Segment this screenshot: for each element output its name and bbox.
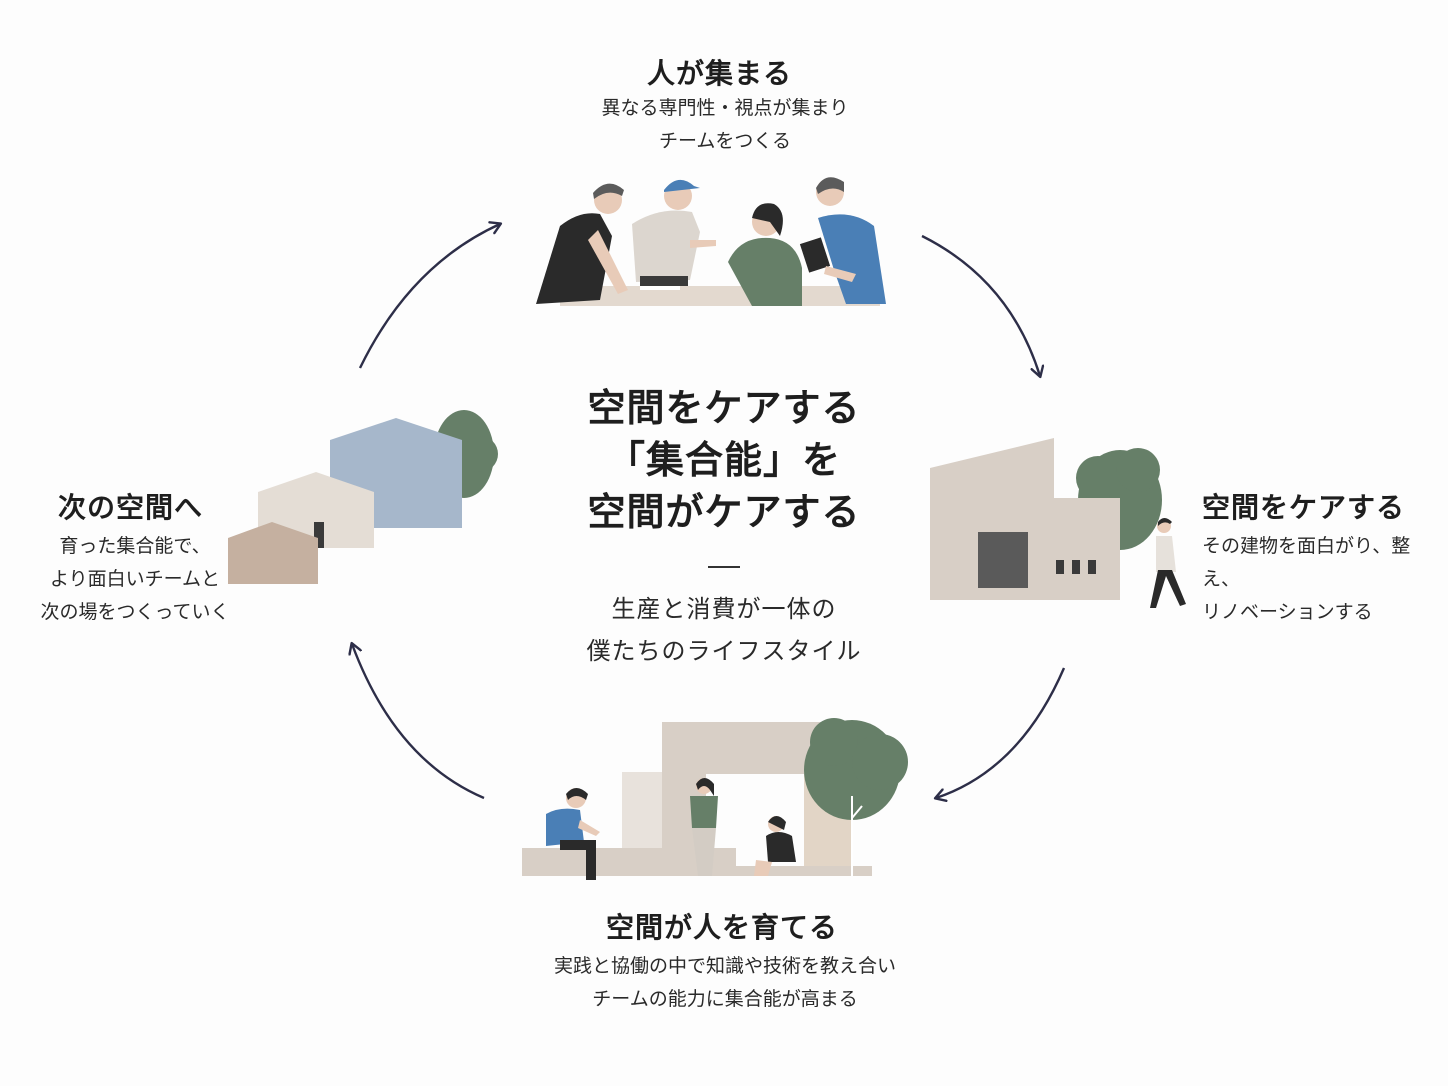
- cycle-arrow-icon: [921, 234, 1040, 376]
- stage-title-gather: 人が集まる: [647, 57, 793, 90]
- center-headline: 空間をケアする 「集合能」を 空間がケアする: [524, 382, 924, 538]
- stage-desc-line: リノベーションする: [1202, 601, 1373, 623]
- stage-desc-line: 実践と協働の中で知識や技術を教え合い: [553, 955, 896, 977]
- center-headline-line: 「集合能」を: [606, 438, 841, 482]
- stage-desc-line: より面白いチームと: [49, 568, 221, 590]
- stage-desc-line: 育った集合能で、: [59, 535, 211, 557]
- center-subtext: 生産と消費が一体の 僕たちのライフスタイル: [524, 588, 924, 672]
- stage-title-nurture: 空間が人を育てる: [606, 911, 839, 944]
- cycle-arrow-icon: [358, 224, 500, 369]
- stage-title-next: 次の空間へ: [58, 491, 204, 524]
- center-dash: [708, 566, 740, 568]
- center-sub-line: 僕たちのライフスタイル: [586, 637, 862, 665]
- stage-desc-line: その建物を面白がり、整え、: [1202, 535, 1411, 590]
- cycle-arrow-icon: [352, 644, 485, 800]
- stage-desc-line: チームの能力に集合能が高まる: [592, 988, 858, 1010]
- stage-desc-gather: 異なる専門性・視点が集まり チームをつくる: [560, 92, 890, 158]
- stage-desc-nurture: 実践と協働の中で知識や技術を教え合い チームの能力に集合能が高まる: [510, 950, 940, 1016]
- stage-desc-next: 育った集合能で、 より面白いチームと 次の場をつくっていく: [30, 530, 240, 629]
- center-headline-line: 空間をケアする: [587, 386, 861, 430]
- stage-desc-line: 次の場をつくっていく: [40, 601, 230, 623]
- stage-title-care: 空間をケアする: [1202, 491, 1406, 524]
- stage-desc-line: 異なる専門性・視点が集まり: [601, 97, 849, 119]
- center-sub-line: 生産と消費が一体の: [611, 595, 837, 623]
- cycle-arrow-icon: [936, 667, 1066, 798]
- stage-desc-care: その建物を面白がり、整え、 リノベーションする: [1202, 530, 1442, 629]
- center-headline-line: 空間がケアする: [587, 490, 861, 534]
- stage-desc-line: チームをつくる: [658, 130, 792, 152]
- center-divider: [524, 566, 924, 568]
